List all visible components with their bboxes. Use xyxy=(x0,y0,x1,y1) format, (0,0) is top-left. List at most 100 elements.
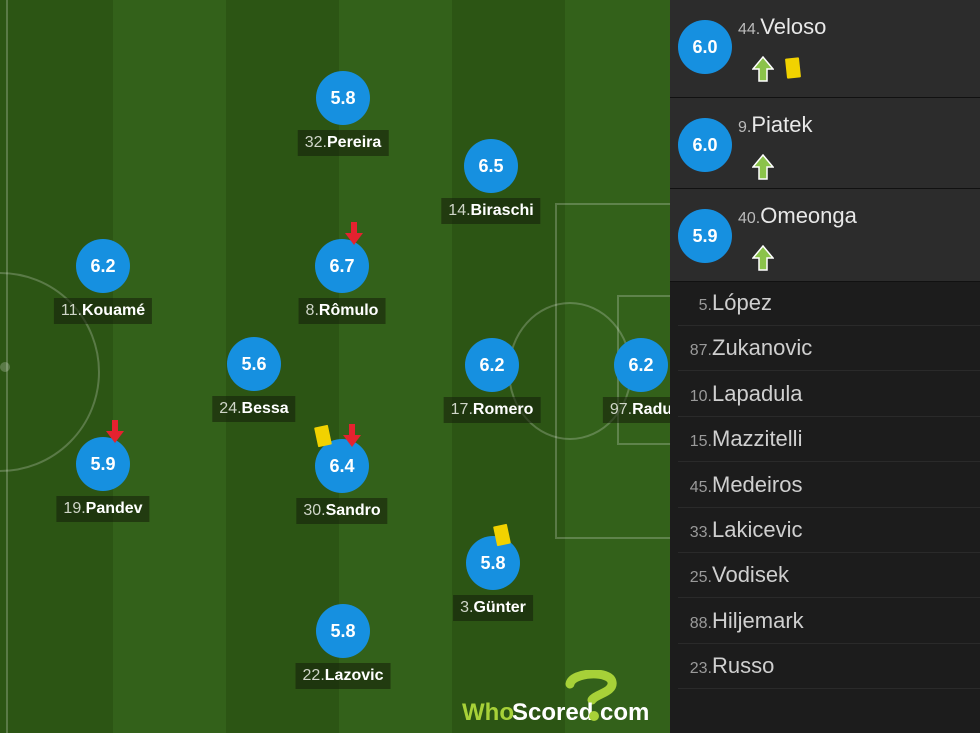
player-number: 11. xyxy=(60,302,82,319)
player-name: Kouamé xyxy=(81,302,146,319)
player-number: 25. xyxy=(689,569,712,587)
player-rating: 6.2 xyxy=(614,338,668,392)
player-name-label: 17.Romero xyxy=(443,397,541,423)
player-name-label: 9.Piatek xyxy=(738,112,813,138)
player-name: Biraschi xyxy=(470,202,534,219)
player-name: Medeiros xyxy=(712,471,803,497)
sub-on-arrow-icon xyxy=(751,244,775,276)
player-name-label: 32.Pereira xyxy=(297,130,389,156)
player-rating: 5.8 xyxy=(466,536,520,590)
bench-player-row[interactable]: 5.López xyxy=(678,281,980,326)
player-rating: 6.0 xyxy=(678,20,732,74)
bench-player-row[interactable]: 23.Russo xyxy=(678,644,980,690)
player-name-label: 19.Pandev xyxy=(56,496,150,522)
player-rating: 6.5 xyxy=(464,139,518,193)
player-rating: 5.9 xyxy=(76,437,130,491)
centre-spot xyxy=(0,362,10,372)
player-rating: 6.0 xyxy=(678,118,732,172)
player-rating: 6.7 xyxy=(315,239,369,293)
svg-text:com: com xyxy=(600,699,649,726)
player-number: 45. xyxy=(689,478,712,496)
player-name-label: 30.Sandro xyxy=(296,498,388,524)
bench-player-row[interactable]: 87.Zukanovic xyxy=(678,326,980,372)
bench-player-row[interactable]: 10.Lapadula xyxy=(678,372,980,417)
player-name: Omeonga xyxy=(760,203,857,228)
player-name: Veloso xyxy=(760,14,827,39)
player-name: Vodisek xyxy=(712,562,790,588)
player-number: 23. xyxy=(689,660,712,678)
player-name-label: 22.Lazovic xyxy=(295,663,391,689)
player-number: 22. xyxy=(302,667,325,684)
player-name: Pereira xyxy=(326,134,382,151)
player-number: 17. xyxy=(450,401,473,418)
player-name: Günter xyxy=(473,599,526,616)
sub-on-arrow-icon xyxy=(751,153,775,185)
player-rating: 6.2 xyxy=(76,239,130,293)
sub-off-arrow-icon xyxy=(344,222,364,246)
player-number: 88. xyxy=(689,614,712,632)
yellow-card-icon xyxy=(784,57,802,79)
player-name: Piatek xyxy=(751,112,813,137)
bench-player-row[interactable]: 15.Mazzitelli xyxy=(678,417,980,463)
player-name-label: 14.Biraschi xyxy=(441,198,541,224)
svg-text:Scored: Scored xyxy=(512,699,593,726)
player-number: 32. xyxy=(304,134,327,151)
player-name: Hiljemark xyxy=(712,607,804,633)
bench-player-row[interactable]: 33.Lakicevic xyxy=(678,508,980,553)
player-number: 14. xyxy=(448,202,471,219)
player-number: 19. xyxy=(63,500,86,517)
player-name-label: 11.Kouamé xyxy=(53,298,153,324)
player-number: 8. xyxy=(305,302,319,319)
player-name: Pandev xyxy=(85,500,143,517)
sub-on-arrow-icon xyxy=(751,55,775,87)
player-number: 40. xyxy=(738,210,761,227)
bench-player-row[interactable]: 25.Vodisek xyxy=(678,553,980,599)
player-name-label: 44.Veloso xyxy=(738,14,826,40)
player-number: 33. xyxy=(689,524,712,541)
player-rating: 5.9 xyxy=(678,209,732,263)
whoscored-logo: Who Scored com xyxy=(460,669,670,730)
sub-off-arrow-icon xyxy=(342,424,362,448)
player-number: 97. xyxy=(609,401,633,418)
player-rating: 5.6 xyxy=(227,337,281,391)
player-rating: 6.2 xyxy=(465,338,519,392)
player-number: 10. xyxy=(689,387,712,405)
player-number: 87. xyxy=(689,342,712,360)
player-name: Russo xyxy=(712,653,775,679)
player-name-label: 40.Omeonga xyxy=(738,203,857,229)
player-name: Romero xyxy=(472,401,534,418)
player-name: López xyxy=(712,290,772,315)
player-number: 44. xyxy=(738,21,761,38)
player-name: Rômulo xyxy=(318,302,379,319)
player-number: 15. xyxy=(689,433,712,451)
player-number: 30. xyxy=(303,502,326,519)
player-name: Bessa xyxy=(241,400,289,417)
player-number: 24. xyxy=(219,400,242,417)
player-number: 3. xyxy=(460,599,474,616)
player-name: Lapadula xyxy=(712,380,803,406)
player-name: Lakicevic xyxy=(712,517,803,542)
svg-text:Who: Who xyxy=(462,699,514,726)
player-name: Zukanovic xyxy=(712,335,813,361)
sub-off-arrow-icon xyxy=(105,420,125,444)
player-rating: 6.4 xyxy=(315,439,369,493)
player-name: Mazzitelli xyxy=(712,426,803,452)
player-name-label: 8.Rômulo xyxy=(298,298,386,324)
player-name-label: 97.Radu xyxy=(602,397,670,423)
player-rating: 5.8 xyxy=(316,71,370,125)
player-name: Radu xyxy=(632,401,670,418)
player-name: Sandro xyxy=(325,502,381,519)
player-number: 5. xyxy=(698,297,712,314)
player-name-label: 24.Bessa xyxy=(212,396,296,422)
bench-player-row[interactable]: 45.Medeiros xyxy=(678,463,980,508)
player-name: Lazovic xyxy=(324,667,384,684)
player-rating: 5.8 xyxy=(316,604,370,658)
player-name-label: 3.Günter xyxy=(453,595,533,621)
pitch: Who Scored com 5.8 32.Pereira 6.5 14.Birasc… xyxy=(0,0,670,733)
player-number: 9. xyxy=(738,119,752,136)
bench-player-row[interactable]: 88.Hiljemark xyxy=(678,599,980,644)
